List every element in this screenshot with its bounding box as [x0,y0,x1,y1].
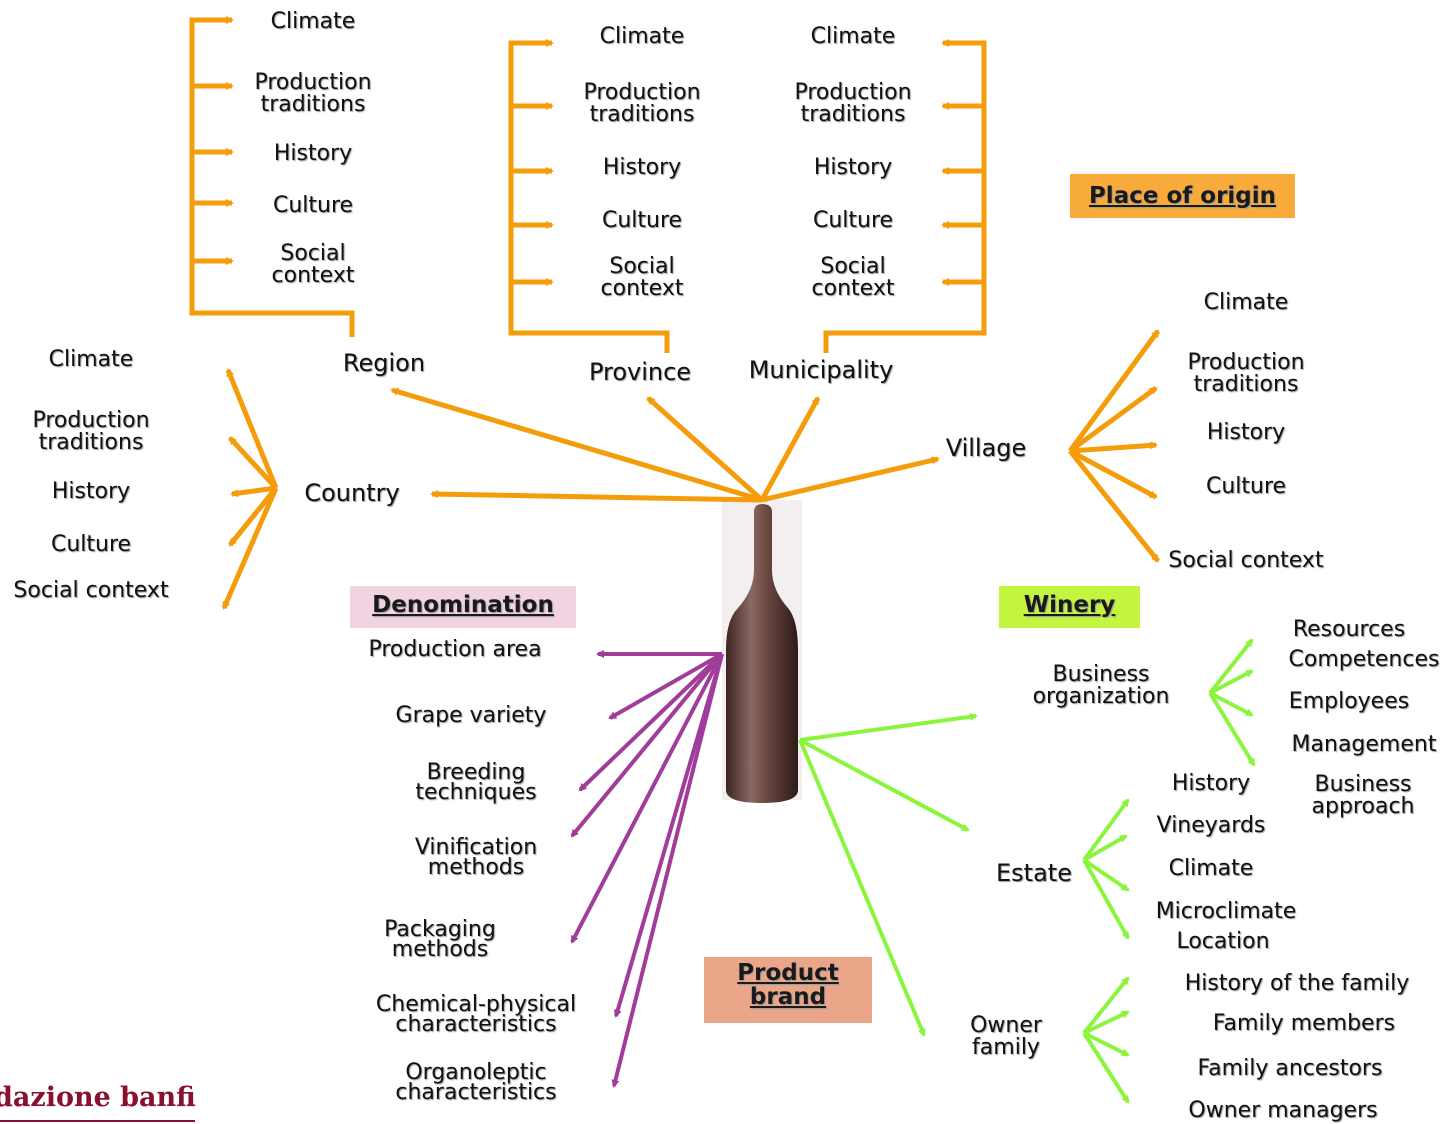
winery-node-business-organization: Business organization [1032,662,1170,709]
logo-underline [0,1120,195,1122]
country-item-climate: Climate [48,347,134,372]
denomination-item-packaging-methods: Packaging methods [384,917,496,962]
product-brand-header: Product brand [704,957,872,1023]
municipality-item-climate: Climate [810,24,896,49]
family-item-ancestors: Family ancestors [1197,1056,1383,1081]
banfi-logo: dazione banfi [0,1082,196,1113]
business-item-business-approach: Business approach [1311,772,1415,819]
region-item-social-context: Social context [271,241,355,288]
estate-item-location: Location [1176,929,1270,954]
country-item-production-traditions: Production traditions [32,408,150,455]
denomination-item-organoleptic: Organoleptic characteristics [395,1060,557,1105]
province-item-culture: Culture [601,208,683,233]
node-country: Country [304,479,400,507]
region-item-production-traditions: Production traditions [254,70,372,117]
denomination-item-grape-variety: Grape variety [395,703,547,728]
village-item-history: History [1206,420,1286,445]
region-item-history: History [273,141,353,166]
country-item-history: History [51,479,131,504]
province-item-production-traditions: Production traditions [583,80,701,127]
region-item-culture: Culture [272,193,354,218]
village-item-culture: Culture [1205,474,1287,499]
business-item-competences: Competences [1288,647,1440,672]
province-item-history: History [602,155,682,180]
node-province: Province [588,358,692,386]
denomination-item-breeding-techniques: Breeding techniques [415,760,537,805]
estate-item-history: History [1171,771,1251,796]
village-item-social-context: Social context [1168,548,1324,573]
business-item-resources: Resources [1292,617,1406,642]
estate-item-vineyards: Vineyards [1156,813,1266,838]
denomination-item-chemical-physical: Chemical-physical characteristics [375,992,577,1037]
place-of-origin-header: Place of origin [1070,174,1295,218]
estate-item-climate: Climate [1168,856,1254,881]
node-village: Village [945,434,1027,462]
estate-item-microclimate: Microclimate [1155,899,1297,924]
business-item-management: Management [1291,732,1437,757]
winery-node-owner-family: Owner family [970,1013,1042,1060]
municipality-item-production-traditions: Production traditions [794,80,912,127]
village-item-climate: Climate [1203,290,1289,315]
province-item-social-context: Social context [600,254,684,301]
province-item-climate: Climate [599,24,685,49]
denomination-header: Denomination [350,586,576,628]
winery-header: Winery [999,586,1140,628]
municipality-item-history: History [813,155,893,180]
family-item-owner-managers: Owner managers [1188,1098,1378,1123]
country-item-social-context: Social context [13,578,169,603]
municipality-item-social-context: Social context [811,254,895,301]
winery-node-estate: Estate [996,859,1072,887]
family-item-members: Family members [1212,1011,1396,1036]
country-item-culture: Culture [50,532,132,557]
wine-bottle-image [722,500,802,803]
node-region: Region [342,349,426,377]
village-item-production-traditions: Production traditions [1187,350,1305,397]
region-item-climate: Climate [270,9,356,34]
denomination-item-vinification-methods: Vinification methods [414,835,538,880]
denomination-item-production-area: Production area [368,637,542,662]
municipality-item-culture: Culture [812,208,894,233]
business-item-employees: Employees [1288,689,1410,714]
node-municipality: Municipality [748,356,894,384]
family-item-history: History of the family [1184,971,1410,996]
